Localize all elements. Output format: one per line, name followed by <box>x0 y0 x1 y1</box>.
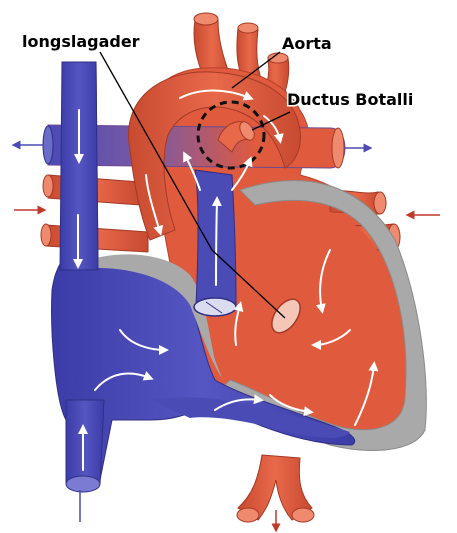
label-longslagader: longslagader <box>22 32 140 51</box>
flow-arrow-icon <box>216 200 217 285</box>
inferior-vena-cava <box>66 400 104 484</box>
inferior-vena-cava-opening <box>66 476 100 492</box>
label-aorta: Aorta <box>282 34 332 53</box>
label-ductus-botalli: Ductus Botalli <box>287 90 413 109</box>
pulmonary-valve-icon <box>194 298 236 316</box>
